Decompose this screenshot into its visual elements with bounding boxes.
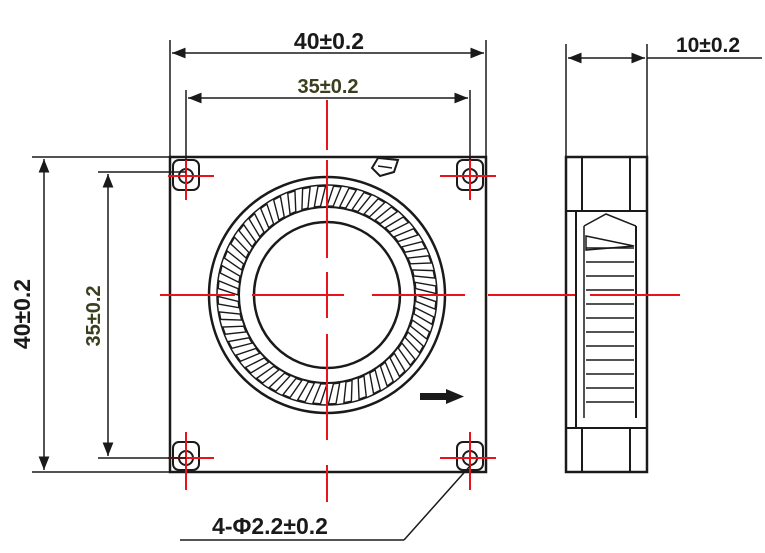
- impeller-blade: [400, 240, 427, 254]
- impeller-blade: [409, 318, 431, 341]
- impeller-blade: [296, 381, 316, 403]
- impeller-blade: [368, 368, 382, 395]
- side-view: [564, 155, 649, 474]
- impeller-blade: [217, 279, 239, 296]
- impeller-blade: [234, 347, 261, 363]
- impeller-blade: [362, 197, 386, 218]
- impeller-blade: [397, 341, 416, 367]
- impeller-blade: [343, 379, 353, 404]
- connector-tab: [370, 156, 400, 178]
- impeller-blade: [244, 357, 270, 374]
- dimension-lines: [32, 40, 762, 541]
- centerlines: [160, 100, 680, 502]
- impeller-blade: [350, 191, 373, 213]
- impeller-blade: [415, 294, 437, 311]
- impeller-blade: [327, 382, 341, 405]
- impeller-blade: [238, 223, 257, 249]
- dim-front-height-inner: 35±0.2: [83, 285, 105, 346]
- impeller-blade: [411, 269, 436, 279]
- impeller-blade: [217, 295, 240, 309]
- impeller-blade: [219, 264, 241, 284]
- dim-side-thickness: 10±0.2: [676, 34, 740, 57]
- impeller-blade: [268, 372, 292, 393]
- impeller-blade: [255, 365, 281, 384]
- impeller-blades: [217, 185, 437, 405]
- dim-front-height-outer: 40±0.2: [9, 279, 35, 349]
- impeller-blade: [373, 206, 399, 225]
- impeller-blade: [379, 361, 395, 388]
- impeller-blade: [311, 383, 328, 405]
- impeller-blade: [286, 189, 297, 216]
- impeller-blade: [326, 185, 343, 207]
- arrow-right-icon: [420, 389, 464, 404]
- impeller-blade: [221, 325, 248, 336]
- impeller-blade: [229, 236, 250, 260]
- impeller-blade: [384, 216, 410, 233]
- impeller-blade: [272, 195, 286, 222]
- impeller-blade: [393, 227, 420, 243]
- impeller-blade: [389, 352, 406, 378]
- dim-front-width-inner: 35±0.2: [297, 76, 358, 98]
- impeller-blade: [404, 330, 425, 354]
- impeller-blade: [218, 311, 243, 321]
- impeller-blade: [248, 212, 265, 238]
- side-outline: [564, 155, 649, 474]
- impeller-blade: [338, 187, 358, 209]
- dim-holes: 4-Φ2.2±0.2: [212, 513, 328, 539]
- side-fin-top: [585, 235, 635, 251]
- impeller-blade: [259, 202, 275, 229]
- impeller-blade: [357, 374, 368, 401]
- impeller-blade: [227, 336, 254, 350]
- impeller-blade: [301, 186, 311, 211]
- impeller-blade: [406, 254, 433, 265]
- impeller-blade: [313, 185, 327, 208]
- dim-front-width-outer: 40±0.2: [294, 28, 364, 54]
- impeller-blade: [281, 377, 304, 399]
- impeller-blade: [413, 306, 435, 326]
- impeller-blade: [414, 281, 437, 295]
- side-fins: [585, 235, 635, 403]
- impeller-blade: [223, 249, 245, 272]
